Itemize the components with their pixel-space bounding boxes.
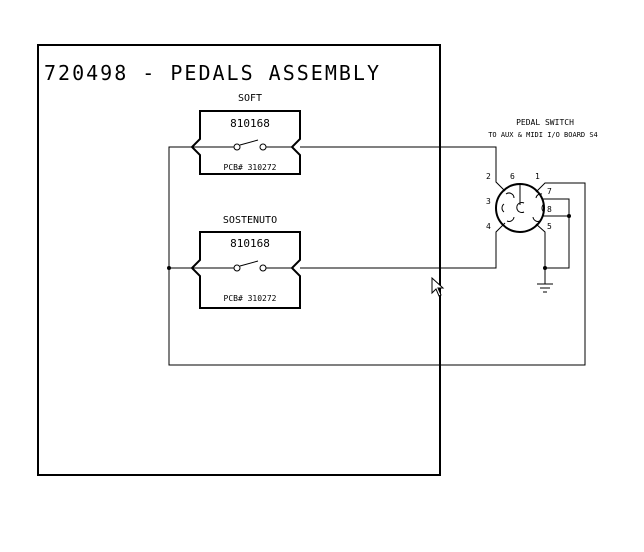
pin-label: 2 [486, 172, 491, 181]
pedal-switch-connector: PEDAL SWITCH TO AUX & MIDI I/O BOARD S4 … [486, 118, 598, 233]
ground-icon [537, 283, 553, 293]
connector-subtitle: TO AUX & MIDI I/O BOARD S4 [488, 131, 598, 139]
switch-pcb: PCB# 310272 [224, 163, 277, 172]
pin-label: 4 [486, 222, 491, 231]
mouse-cursor-icon [431, 276, 445, 297]
switch-part: 810168 [230, 117, 270, 130]
wiring [167, 146, 586, 366]
assembly-title: 720498 - PEDALS ASSEMBLY [44, 61, 381, 85]
connector-title: PEDAL SWITCH [516, 118, 574, 127]
switch-part: 810168 [230, 237, 270, 250]
pin-label: 1 [535, 172, 540, 181]
soft-switch: SOFT 810168 PCB# 310272 [190, 93, 301, 175]
pin-label: 8 [547, 205, 552, 214]
pin-label: 5 [547, 222, 552, 231]
sostenuto-switch: SOSTENUTO 810168 PCB# 310272 [190, 215, 301, 309]
assembly-border [37, 44, 441, 476]
pin-label: 6 [510, 172, 515, 181]
switch-name: SOSTENUTO [223, 215, 277, 226]
switch-name: SOFT [238, 93, 262, 104]
switch-pcb: PCB# 310272 [224, 294, 277, 303]
pin-label: 7 [547, 187, 552, 196]
pin-label: 3 [486, 197, 491, 206]
